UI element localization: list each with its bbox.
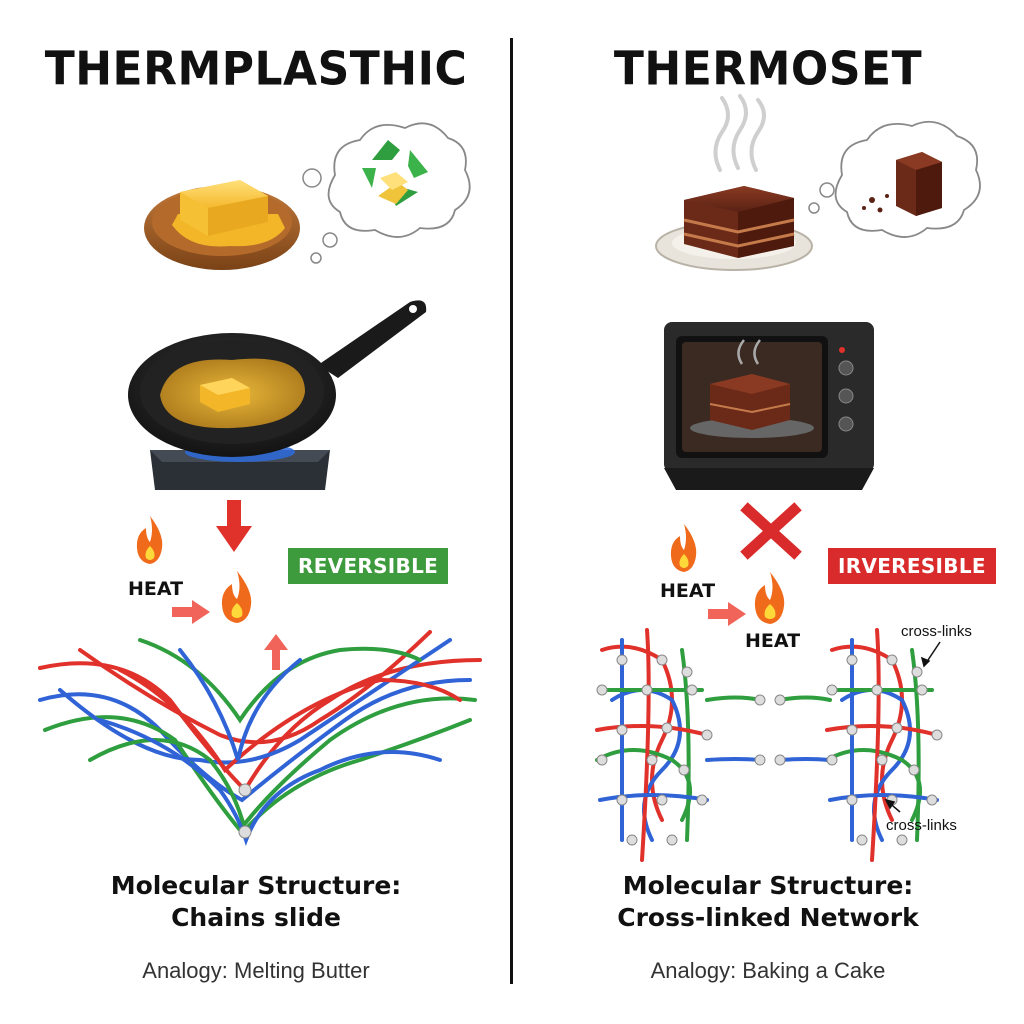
- thermoplastic-structure-sub: Chains slide: [171, 903, 341, 932]
- thermoset-title: THERMOSET: [613, 42, 923, 97]
- gas-burner-icon: [150, 442, 330, 490]
- crosslinks-label-bottom: cross-links: [886, 817, 957, 834]
- polymer-chains: [38, 630, 482, 847]
- thermoset-illustration: [595, 94, 981, 862]
- steam: [713, 94, 766, 172]
- arrow-icon: [264, 634, 288, 670]
- crosslink-nodes-right: [774, 654, 943, 846]
- irreversible-badge: IRVERESIBLE: [828, 548, 996, 584]
- crosslink-nodes-left: [596, 654, 766, 846]
- crumbled-cake-thought-bubble: [808, 120, 981, 238]
- thermoset-structure-sub: Cross-linked Network: [617, 903, 919, 932]
- cake-icon: [655, 186, 813, 271]
- flame-icon: [221, 571, 252, 623]
- butter-icon: [144, 180, 300, 270]
- crosslink-pointer: [884, 641, 941, 813]
- heat-label: HEAT: [745, 630, 801, 652]
- heat-label: HEAT: [128, 578, 184, 600]
- thermoset-panel: THERMOSET: [512, 0, 1024, 1024]
- thermoplastic-analogy: Analogy: Melting Butter: [142, 958, 370, 983]
- center-divider: [510, 38, 513, 984]
- arrow-icon: [216, 500, 252, 552]
- cross-mark-icon: [740, 502, 802, 560]
- thermoset-analogy: Analogy: Baking a Cake: [650, 958, 886, 983]
- flame-icon: [136, 516, 163, 564]
- thermoplastic-structure-title: Molecular Structure:: [110, 871, 402, 900]
- arrow-icon: [172, 600, 210, 624]
- frying-pan-icon: [128, 300, 427, 457]
- heat-label: HEAT: [660, 580, 716, 602]
- recycle-thought-bubble: [302, 122, 471, 264]
- crosslinks-label-top: cross-links: [901, 623, 972, 640]
- flame-icon: [754, 572, 785, 624]
- thermoplastic-title: THERMPLASTHIC: [44, 42, 468, 97]
- recycle-icon: [362, 140, 428, 206]
- reversible-badge: REVERSIBLE: [288, 548, 449, 584]
- thermoplastic-panel: THERMPLASTHIC: [38, 42, 482, 983]
- thermoset-structure-title: Molecular Structure:: [622, 871, 914, 900]
- oven-icon: [664, 322, 874, 490]
- thermoplastic-illustration: [38, 122, 482, 847]
- chain-node: [238, 783, 252, 797]
- arrow-icon: [708, 602, 746, 626]
- flame-icon: [670, 524, 697, 572]
- chain-node: [238, 825, 252, 839]
